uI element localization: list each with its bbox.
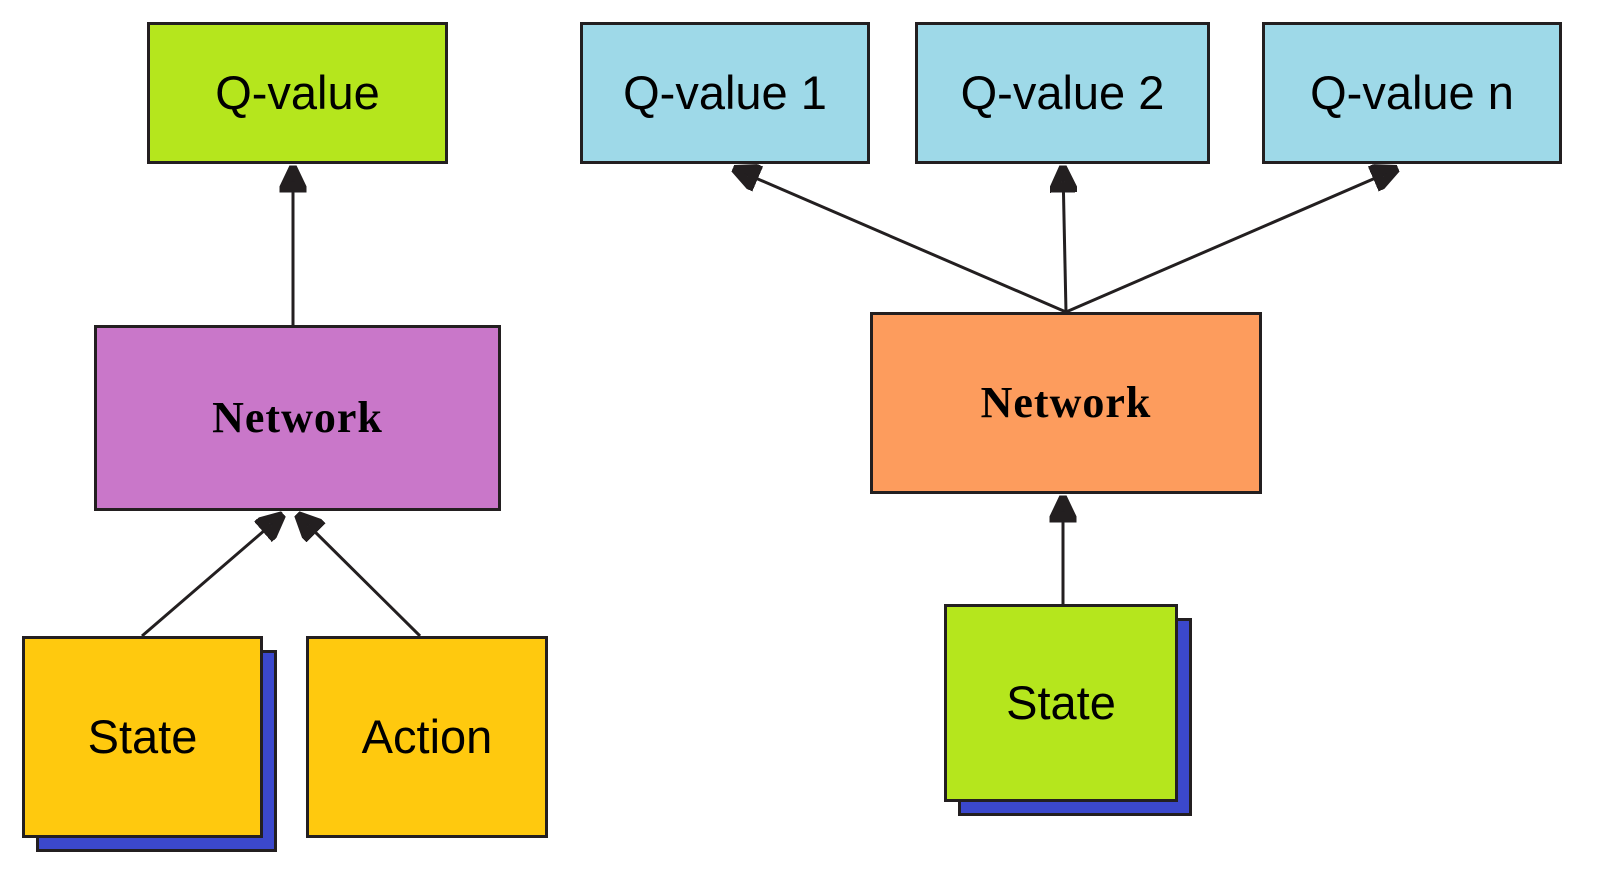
left-network-box[interactable]: Network — [94, 325, 501, 511]
right-qvalue-2-label: Q-value 2 — [960, 66, 1165, 120]
left-state-box[interactable]: State — [22, 636, 263, 838]
left-action-label: Action — [361, 710, 493, 764]
edge-network-to-qvalue-1 — [737, 170, 1067, 314]
edge-network-to-qvalue-2 — [1063, 170, 1066, 313]
left-qvalue-box[interactable]: Q-value — [147, 22, 448, 164]
left-network-label: Network — [212, 392, 383, 442]
edge-network-to-qvalue-n — [1065, 170, 1394, 314]
edge-state-to-network — [141, 517, 280, 638]
right-qvalue-2-box[interactable]: Q-value 2 — [915, 22, 1210, 164]
right-qvalue-n-label: Q-value n — [1310, 66, 1514, 120]
right-qvalue-1-box[interactable]: Q-value 1 — [580, 22, 870, 164]
right-qvalue-n-box[interactable]: Q-value n — [1262, 22, 1562, 164]
right-state-box[interactable]: State — [944, 604, 1178, 802]
left-qvalue-label: Q-value — [215, 66, 380, 120]
right-network-box[interactable]: Network — [870, 312, 1262, 494]
right-network-label: Network — [980, 377, 1152, 427]
right-state-label: State — [1006, 676, 1116, 730]
left-action-box[interactable]: Action — [306, 636, 548, 838]
right-qvalue-1-label: Q-value 1 — [623, 66, 827, 120]
left-state-label: State — [87, 710, 198, 764]
edge-action-to-network — [300, 517, 422, 638]
